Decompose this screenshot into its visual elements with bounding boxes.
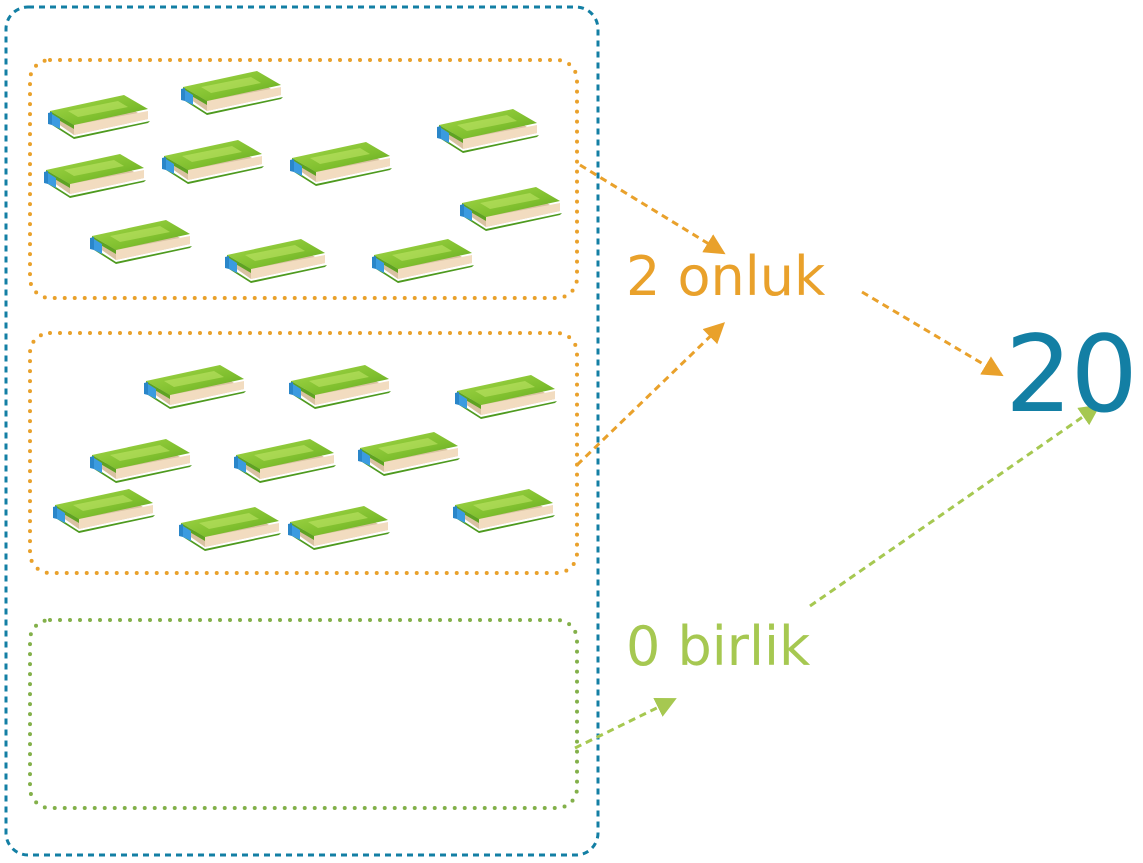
total-number: 20 [1005, 313, 1138, 436]
green-book-icon [289, 365, 391, 409]
green-book-icon [44, 154, 146, 198]
arrow-group1-to-tens [579, 163, 726, 255]
green-book-icon [453, 489, 555, 533]
green-book-icon [225, 239, 327, 283]
green-book-icon [162, 140, 264, 184]
ones-group-box [28, 618, 579, 810]
green-book-icon [288, 506, 390, 550]
green-book-icon [53, 489, 155, 533]
green-book-icon [90, 220, 192, 264]
green-book-icon [234, 439, 336, 483]
arrow-tens-to-total [861, 290, 1004, 377]
green-book-icon [455, 375, 557, 419]
green-book-icon [372, 239, 474, 283]
green-book-icon [179, 507, 281, 551]
arrow-ones-box-to-ones [574, 697, 677, 750]
tens-count-label: 2 onluk [626, 245, 826, 308]
green-book-icon [437, 109, 539, 153]
green-book-icon [460, 187, 562, 231]
tens-group-box-1 [28, 58, 579, 300]
green-book-icon [90, 439, 192, 483]
green-book-icon [358, 432, 460, 476]
green-book-icon [144, 365, 246, 409]
outer-frame [4, 5, 600, 857]
arrow-ones-to-total [809, 404, 1101, 608]
ones-count-label: 0 birlik [626, 615, 811, 678]
book-group-2 [53, 365, 557, 551]
tens-group-box-2 [28, 331, 579, 575]
green-book-icon [181, 71, 283, 115]
arrow-group2-to-tens [575, 322, 726, 467]
green-book-icon [48, 95, 150, 139]
green-book-icon [290, 142, 392, 186]
book-group-1 [44, 71, 562, 283]
